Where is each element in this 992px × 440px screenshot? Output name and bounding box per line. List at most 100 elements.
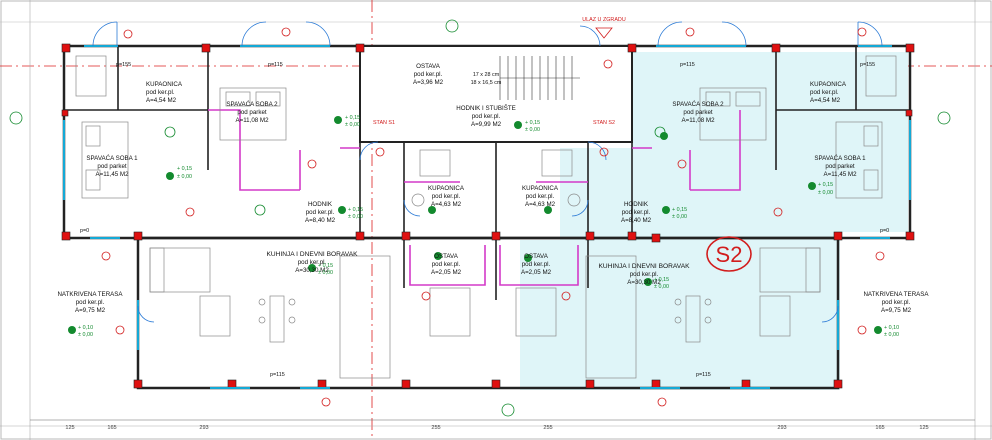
room-name: KUPAONICA (428, 185, 465, 192)
s2-tag-circle (706, 236, 752, 272)
level-text: ± 0,00 (884, 332, 899, 338)
room-name: KUHINJA I DNEVNI BORAVAK (599, 263, 691, 270)
room-floor: pod ker.pl. (146, 89, 175, 96)
level-text: ± 0,00 (78, 332, 93, 338)
room-floor: pod ker.pl. (76, 299, 105, 306)
room-labels: OSTAVA pod ker.pl. A=3,96 M2 HODNIK I ST… (57, 63, 929, 314)
partition-walls (208, 109, 741, 286)
sill-label: p=0 (880, 228, 889, 234)
room-floor: pod ker.pl. (298, 259, 327, 266)
level-text: + 0,15 (672, 207, 687, 213)
room-area: A=4,54 M2 (810, 97, 841, 104)
room-area: A=4,63 M2 (431, 201, 462, 208)
level-text: ± 0,00 (818, 190, 833, 196)
room-name: NATKRIVENA TERASA (863, 291, 929, 298)
level-text: + 0,15 (177, 166, 192, 172)
stan-s1-label: STAN S1 (373, 120, 395, 126)
level-text: ± 0,00 (654, 284, 669, 290)
room-area: A=8,40 M2 (621, 217, 652, 224)
room-area: A=11,45 M2 (823, 171, 857, 178)
level-text: ± 0,00 (318, 270, 333, 276)
dim-label: 293 (199, 425, 208, 431)
dim-label: 255 (543, 425, 552, 431)
sill-label: p=115 (268, 62, 283, 68)
level-markers (68, 116, 882, 334)
room-name: SPAVAĆA SOBA 1 (86, 155, 138, 162)
door-tags (101, 27, 885, 407)
sill-label: p=115 (680, 62, 695, 68)
level-text: + 0,15 (654, 277, 669, 283)
apartment-s2-fill (520, 52, 908, 390)
level-text: + 0,15 (525, 120, 540, 126)
room-floor: pod ker.pl. (810, 89, 839, 96)
dim-label: 293 (777, 425, 786, 431)
room-area: A=11,45 M2 (95, 171, 129, 178)
room-name: KUPAONICA (522, 185, 559, 192)
room-floor: pod ker.pl. (526, 193, 555, 200)
room-floor: pod ker.pl. (414, 71, 443, 78)
room-floor: pod ker.pl. (882, 299, 911, 306)
room-floor: pod parket (97, 163, 127, 170)
room-area: A=9,75 M2 (75, 307, 106, 314)
room-floor: pod parket (683, 109, 713, 116)
stair-dim-1: 17 x 28 cm (473, 72, 500, 78)
room-area: A=2,05 M2 (521, 269, 552, 276)
room-name: KUHINJA I DNEVNI BORAVAK (267, 251, 359, 258)
room-name: OSTAVA (416, 63, 441, 70)
room-area: A=2,05 M2 (431, 269, 462, 276)
level-text: ± 0,00 (348, 214, 363, 220)
room-name: HODNIK (624, 201, 649, 208)
level-text: ± 0,00 (345, 122, 360, 128)
s2-tag-label: S2 (716, 242, 743, 267)
room-name: KUPAONICA (810, 81, 847, 88)
level-text: + 0,15 (348, 207, 363, 213)
room-area: A=9,75 M2 (881, 307, 912, 314)
level-text: ± 0,00 (177, 174, 192, 180)
room-floor: pod ker.pl. (472, 113, 501, 120)
room-floor: pod parket (237, 109, 267, 116)
room-area: A=30,30 M2 (627, 279, 661, 286)
room-area: A=11,08 M2 (235, 117, 269, 124)
level-text: + 0,15 (345, 115, 360, 121)
stan-s2-label: STAN S2 (593, 120, 615, 126)
room-name: SPAVAĆA SOBA 2 (672, 101, 724, 108)
room-name: OSTAVA (524, 253, 549, 260)
room-floor: pod ker.pl. (432, 261, 461, 268)
room-area: A=3,96 M2 (413, 79, 444, 86)
room-name: HODNIK I STUBIŠTE (456, 105, 515, 112)
room-floor: pod ker.pl. (522, 261, 551, 268)
room-floor: pod ker.pl. (306, 209, 335, 216)
room-name: NATKRIVENA TERASA (57, 291, 123, 298)
level-texts: + 0,15 ± 0,00 + 0,15 ± 0,00 + 0,15 ± 0,0… (78, 115, 899, 338)
furniture (75, 55, 897, 379)
room-name: OSTAVA (434, 253, 459, 260)
stair-dim-2: 18 x 16,5 cm (471, 80, 502, 86)
dim-label: 165 (875, 425, 884, 431)
entrance-arrow (595, 27, 613, 39)
room-name: HODNIK (308, 201, 333, 208)
level-text: ± 0,00 (672, 214, 687, 220)
sill-label: p=115 (270, 372, 285, 378)
level-text: + 0,10 (78, 325, 93, 331)
room-name: SPAVAĆA SOBA 2 (226, 101, 278, 108)
level-text: + 0,10 (884, 325, 899, 331)
section-callouts (9, 19, 951, 417)
dim-label: 165 (107, 425, 116, 431)
sill-label: p=0 (80, 228, 89, 234)
room-area: A=8,40 M2 (305, 217, 336, 224)
dim-label: 125 (919, 425, 928, 431)
room-floor: pod ker.pl. (622, 209, 651, 216)
sill-labels: p=155 p=115 p=115 p=155 p=115 p=115 p=0 … (80, 62, 889, 378)
room-name: KUPAONICA (146, 81, 183, 88)
room-floor: pod parket (825, 163, 855, 170)
door-swings (92, 21, 883, 323)
room-floor: pod ker.pl. (630, 271, 659, 278)
stair-treads (499, 56, 580, 100)
sill-label: p=155 (860, 62, 875, 68)
sill-label: p=115 (696, 372, 711, 378)
columns (61, 43, 915, 389)
bottom-dimensions: 125 165 293 255 255 293 165 125 (65, 425, 928, 431)
level-text: + 0,15 (818, 182, 833, 188)
